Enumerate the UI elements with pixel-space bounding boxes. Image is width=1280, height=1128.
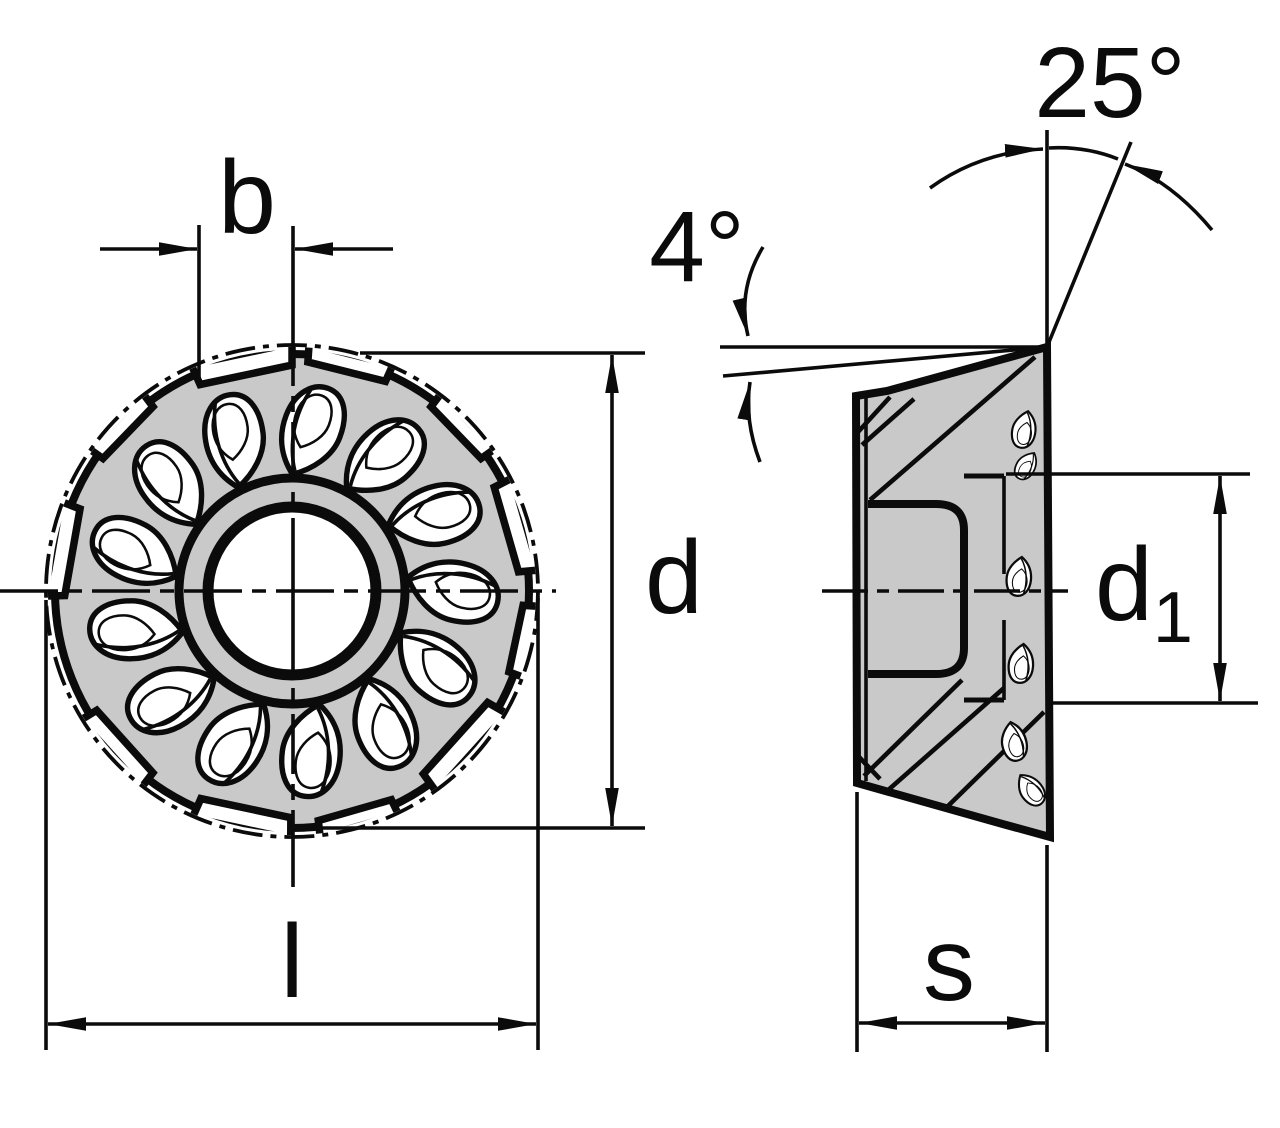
angle-label-25: 25° [1034,27,1185,139]
section-hatching [856,355,1046,808]
angle-label-4: 4° [649,191,745,303]
callout-25deg: 25° [928,27,1214,348]
dim-label-s: s [923,907,975,1023]
dimension-s: s [855,792,1049,1052]
dim-label-b: b [218,140,276,256]
dimension-b: b [100,140,393,385]
scallop-notches [47,346,536,836]
dimension-d1: d1 [1006,472,1258,705]
dim-label-d: d [645,520,703,636]
side-view [822,341,1068,843]
dim-label-d1: d1 [1095,527,1193,658]
callout-4deg: 4° [649,191,1048,463]
dim-label-l: l [280,904,303,1020]
dimension-l: l [44,598,540,1050]
dimension-d: d [300,351,703,830]
front-view [0,226,556,887]
